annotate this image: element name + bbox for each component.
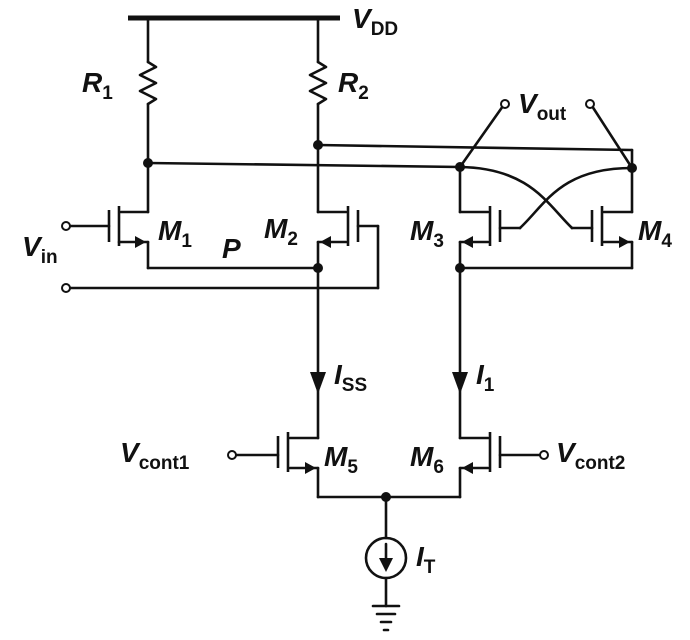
vcont2-terminal	[539, 450, 549, 460]
transistor-m5	[227, 432, 320, 499]
vin-terminal-minus	[61, 283, 71, 293]
label-m3: M3	[410, 215, 444, 252]
label-iss: ISS	[334, 359, 367, 396]
transistor-m2	[61, 143, 380, 293]
label-vcont1: Vcont1	[120, 437, 190, 474]
resistor-r2	[308, 16, 328, 147]
label-m5: M5	[324, 441, 358, 478]
output-nets	[143, 99, 637, 173]
label-vcont2: Vcont2	[556, 437, 625, 474]
resistor-r1	[138, 16, 158, 165]
label-r1: R1	[82, 67, 113, 104]
label-vout: Vout	[518, 88, 567, 125]
label-i1: I1	[476, 359, 495, 396]
label-m1: M1	[158, 215, 192, 252]
label-m2: M2	[264, 213, 298, 250]
label-vin: Vin	[22, 231, 58, 268]
label-m4: M4	[638, 215, 672, 252]
label-it: IT	[416, 541, 436, 578]
label-vdd: VDD	[352, 3, 398, 40]
label-m6: M6	[410, 441, 444, 478]
tail-current-source	[316, 492, 462, 608]
vcont1-terminal	[227, 450, 237, 460]
transistor-m6	[458, 432, 549, 499]
ground-icon	[371, 604, 401, 632]
transistor-m3	[458, 165, 522, 270]
label-r2: R2	[338, 67, 369, 104]
transistor-m1	[61, 161, 320, 270]
iss-branch	[310, 266, 326, 440]
i1-branch	[452, 266, 468, 440]
vout-terminal-left	[500, 99, 510, 109]
label-p: P	[222, 233, 241, 264]
vout-terminal-right	[585, 99, 595, 109]
vin-terminal-plus	[61, 221, 71, 231]
transistor-m4	[458, 166, 634, 270]
cross-coupling	[455, 165, 634, 273]
